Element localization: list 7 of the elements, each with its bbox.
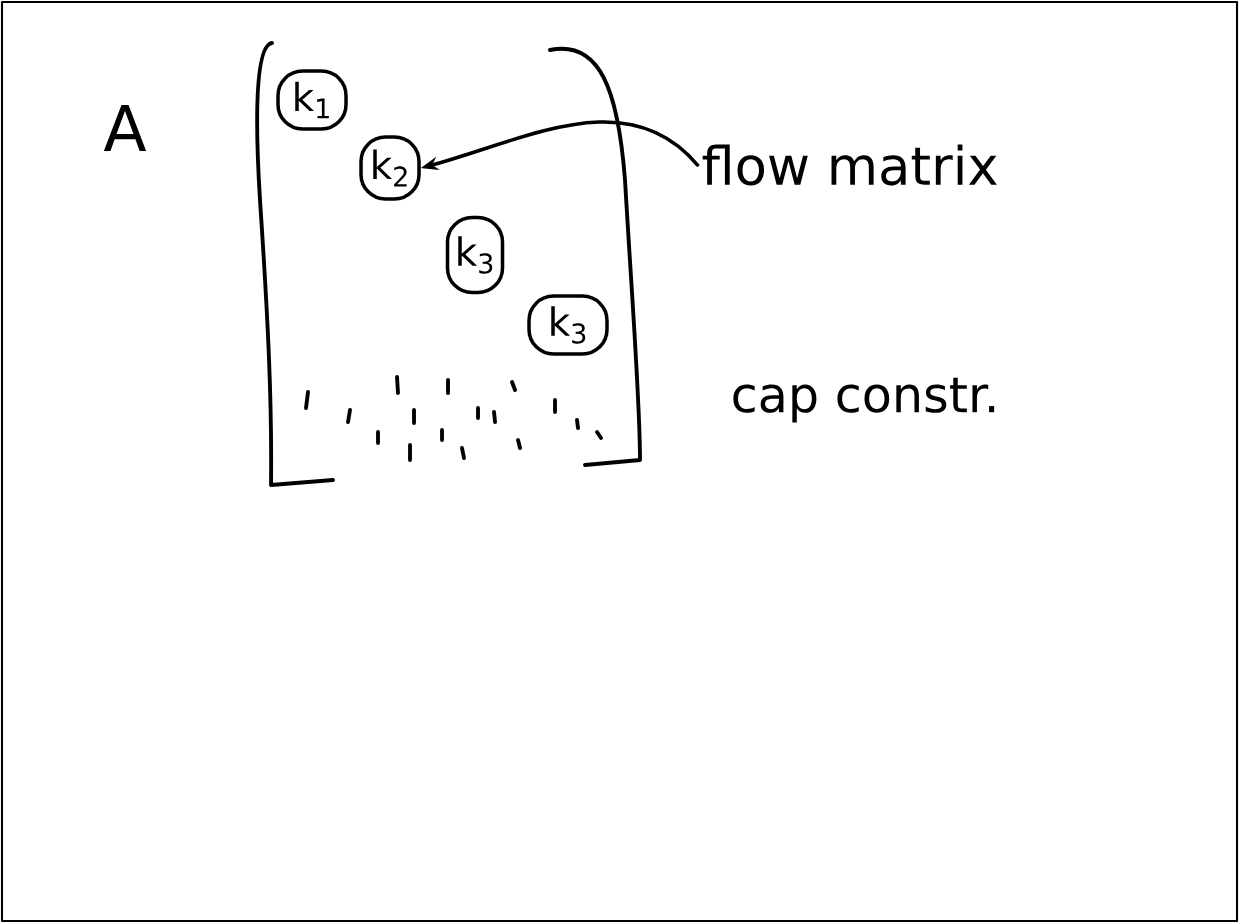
annotation-text: cap constr. xyxy=(733,377,995,423)
matrix-block: k$_{2}$ xyxy=(359,135,421,201)
annotation-text: flow matrix xyxy=(702,144,997,186)
annotation-text: A xyxy=(103,104,147,152)
matrix-block: k$_{3}$ xyxy=(527,294,609,356)
matrix-block: k$_{3}$ xyxy=(445,215,505,295)
matrix-block: k$_{1}$ xyxy=(276,69,348,131)
